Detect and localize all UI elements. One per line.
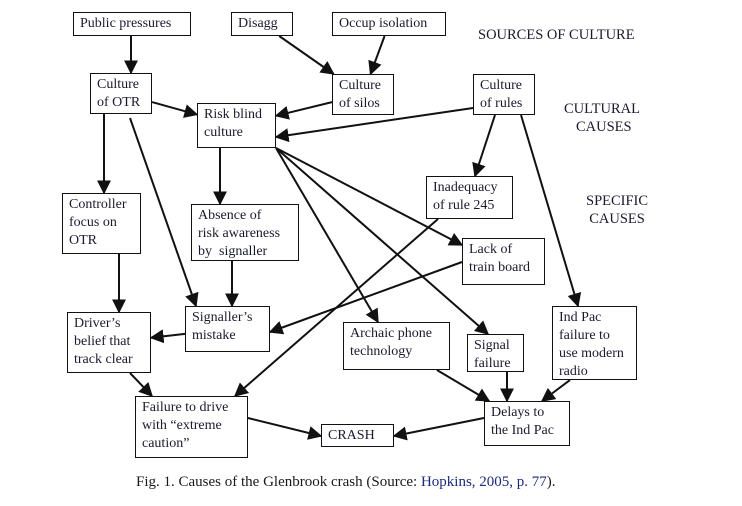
- node-signallers-mistake: Signaller’s mistake: [185, 306, 270, 352]
- node-controller-focus-on-otr: Controller focus on OTR: [62, 193, 141, 254]
- edge-drivers-belief-to-failure-caution: [129, 372, 153, 398]
- caption-text: Fig. 1. Causes of the Glenbrook crash (S…: [136, 474, 421, 490]
- edge-failure-caution-to-crash: [247, 417, 323, 440]
- node-occup-isolation: Occup isolation: [332, 12, 446, 36]
- node-inadequacy-of-rule-245: Inadequacy of rule 245: [426, 176, 513, 219]
- node-risk-blind-culture: Risk blind culture: [197, 103, 276, 148]
- edge-lack-train-board-to-signallers-mistake: [268, 261, 463, 335]
- edge-culture-otr-to-signallers-mistake: [129, 117, 199, 308]
- section-label-sources: SOURCES OF CULTURE: [478, 27, 635, 43]
- edge-delays-ind-pac-to-crash: [392, 417, 485, 441]
- node-absence-of-risk-awareness: Absence of risk awareness by signaller: [191, 204, 299, 261]
- node-archaic-phone-technology: Archaic phone technology: [343, 322, 450, 370]
- node-failure-to-drive-with-caution: Failure to drive with “extreme caution”: [135, 396, 248, 458]
- edge-occup-isolation-to-culture-silos: [368, 35, 386, 76]
- edge-disagg-to-culture-silos: [278, 35, 335, 75]
- section-label-cultural: CULTURAL CAUSES: [564, 101, 640, 135]
- edge-signallers-mistake-to-drivers-belief: [149, 329, 186, 344]
- node-ind-pac-failure-radio: Ind Pac failure to use modern radio: [552, 306, 637, 380]
- edge-risk-blind-to-archaic-phone: [275, 147, 379, 324]
- edge-culture-otr-to-risk-blind: [151, 101, 199, 118]
- caption-source-link[interactable]: Hopkins, 2005, p. 77: [420, 474, 547, 490]
- node-culture-of-rules: Culture of rules: [473, 74, 535, 115]
- edge-culture-rules-to-inadequacy-245: [472, 114, 496, 178]
- node-lack-of-train-board: Lack of train board: [462, 238, 545, 285]
- edge-archaic-phone-to-delays-ind-pac: [436, 369, 491, 402]
- section-label-specific: SPECIFIC CAUSES: [586, 193, 649, 227]
- edge-culture-rules-to-ind-pac-radio: [520, 114, 582, 308]
- edge-culture-silos-to-risk-blind: [274, 101, 333, 120]
- node-drivers-belief: Driver’s belief that track clear: [67, 312, 151, 373]
- node-crash: CRASH: [321, 424, 394, 447]
- node-culture-of-otr: Culture of OTR: [90, 73, 152, 114]
- node-public-pressures: Public pressures: [73, 12, 191, 36]
- caption-suffix: ).: [546, 474, 556, 490]
- edge-ind-pac-radio-to-delays-ind-pac: [540, 379, 571, 402]
- figure-caption: Fig. 1. Causes of the Glenbrook crash (S…: [136, 474, 556, 491]
- node-culture-of-silos: Culture of silos: [332, 74, 394, 115]
- edge-culture-rules-to-risk-blind: [274, 107, 474, 143]
- node-disagg: Disagg: [231, 12, 293, 36]
- node-delays-to-the-ind-pac: Delays to the Ind Pac: [484, 401, 570, 446]
- edge-risk-blind-to-signal-failure: [275, 147, 490, 335]
- node-signal-failure: Signal failure: [467, 334, 524, 372]
- edge-risk-blind-to-lack-train-board: [275, 147, 464, 246]
